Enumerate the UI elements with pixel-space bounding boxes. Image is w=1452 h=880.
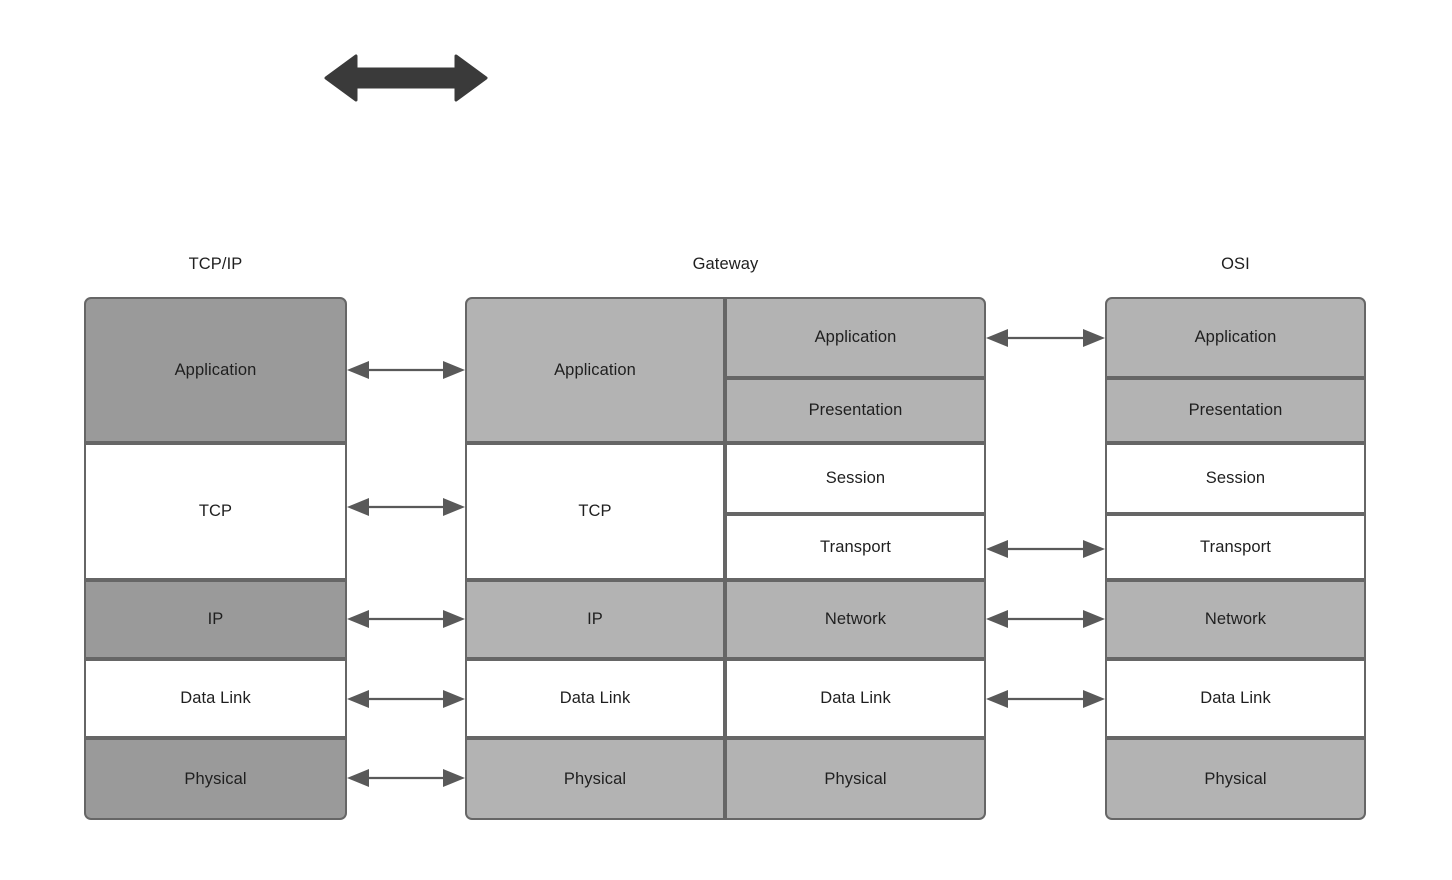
tcpip-layer-physical[interactable]: Physical bbox=[84, 738, 347, 820]
osi-layer-network[interactable]: Network bbox=[1105, 580, 1366, 659]
osi-layer-application[interactable]: Application bbox=[1105, 297, 1366, 378]
osi-layer-data-link[interactable]: Data Link bbox=[1105, 659, 1366, 738]
column-title-gateway: Gateway bbox=[692, 255, 759, 273]
tcpip-layer-tcp[interactable]: TCP bbox=[84, 443, 347, 580]
gateway-left-layer-physical[interactable]: Physical bbox=[465, 738, 725, 820]
osi-layer-presentation[interactable]: Presentation bbox=[1105, 378, 1366, 443]
connector-tcpip-gateway-data-link bbox=[347, 690, 465, 708]
tcpip-layer-application[interactable]: Application bbox=[84, 297, 347, 443]
gateway-right-layer-physical[interactable]: Physical bbox=[725, 738, 986, 820]
connector-tcpip-gateway-physical bbox=[347, 769, 465, 787]
connector-tcpip-gateway-application bbox=[347, 361, 465, 379]
connector-tcpip-gateway-ip bbox=[347, 610, 465, 628]
column-title-tcpip: TCP/IP bbox=[188, 255, 243, 273]
connector-gateway-osi-network bbox=[986, 610, 1105, 628]
gateway-left-layer-data-link[interactable]: Data Link bbox=[465, 659, 725, 738]
bidirectional-arrow-icon bbox=[324, 54, 488, 102]
connector-gateway-osi-data-link bbox=[986, 690, 1105, 708]
gateway-left-layer-ip[interactable]: IP bbox=[465, 580, 725, 659]
gateway-right-layer-presentation[interactable]: Presentation bbox=[725, 378, 986, 443]
connector-gateway-osi-transport bbox=[986, 540, 1105, 558]
tcpip-layer-ip[interactable]: IP bbox=[84, 580, 347, 659]
gateway-right-layer-session[interactable]: Session bbox=[725, 443, 986, 514]
osi-layer-session[interactable]: Session bbox=[1105, 443, 1366, 514]
connector-gateway-osi-application bbox=[986, 329, 1105, 347]
gateway-right-layer-transport[interactable]: Transport bbox=[725, 514, 986, 580]
gateway-left-layer-application[interactable]: Application bbox=[465, 297, 725, 443]
gateway-right-layer-data-link[interactable]: Data Link bbox=[725, 659, 986, 738]
gateway-right-layer-network[interactable]: Network bbox=[725, 580, 986, 659]
column-title-osi: OSI bbox=[1221, 255, 1250, 273]
osi-layer-transport[interactable]: Transport bbox=[1105, 514, 1366, 580]
gateway-right-layer-application[interactable]: Application bbox=[725, 297, 986, 378]
tcpip-layer-data-link[interactable]: Data Link bbox=[84, 659, 347, 738]
gateway-left-layer-tcp[interactable]: TCP bbox=[465, 443, 725, 580]
connector-tcpip-gateway-tcp bbox=[347, 498, 465, 516]
osi-layer-physical[interactable]: Physical bbox=[1105, 738, 1366, 820]
